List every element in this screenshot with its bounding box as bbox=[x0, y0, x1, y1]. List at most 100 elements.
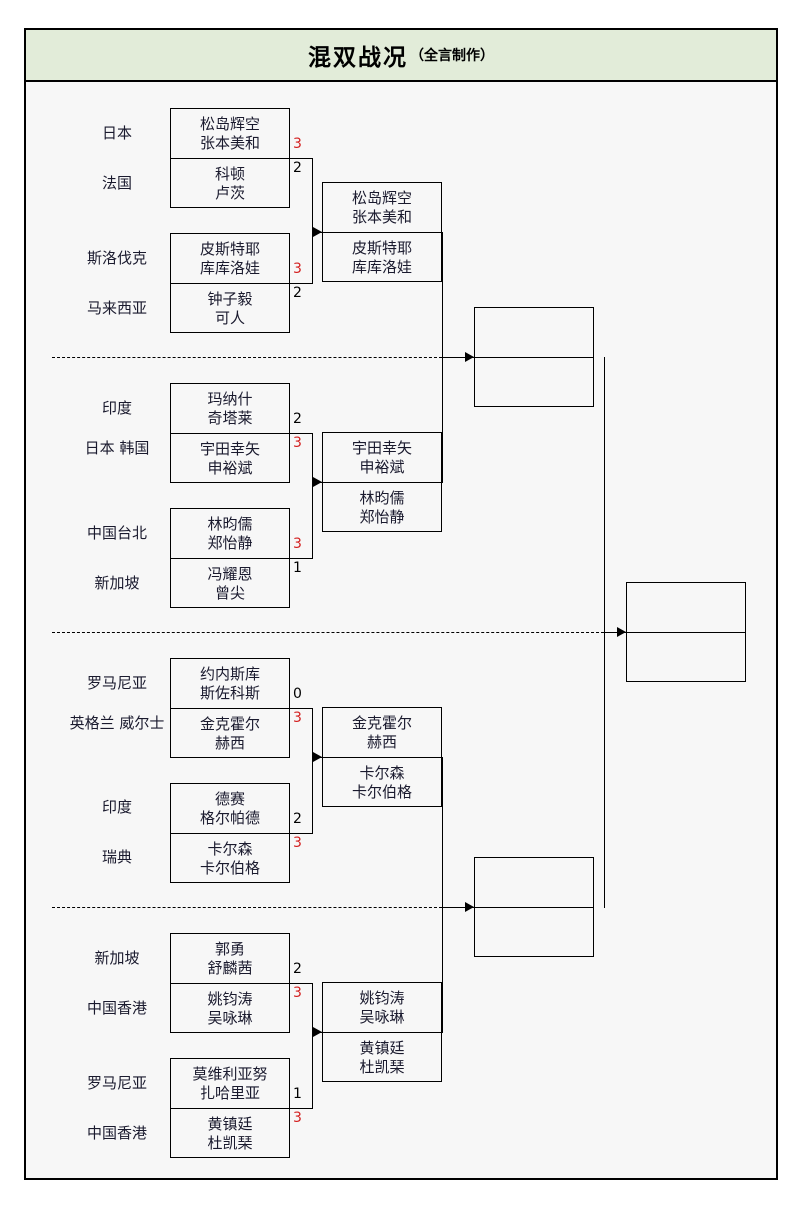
player-name-2: 赫西 bbox=[366, 732, 397, 751]
player-name-1: 卡尔森 bbox=[207, 840, 253, 858]
match-slot-top[interactable]: 松岛辉空 张本美和 bbox=[171, 109, 289, 159]
match-box-r2m1[interactable]: 松岛辉空 张本美和 皮斯特耶 库库洛娃 bbox=[322, 182, 442, 282]
player-name-2: 卡尔伯格 bbox=[351, 783, 412, 801]
match-box-r1m3[interactable]: 玛纳什 奇塔莱 宇田幸矢 申裕斌 bbox=[170, 383, 290, 483]
match-box-r1m7[interactable]: 郭勇 舒麟茜 姚钧涛 吴咏琳 bbox=[170, 933, 290, 1033]
match-box-r1m5[interactable]: 约内斯库 斯佐科斯 金克霍尔 赫西 bbox=[170, 658, 290, 758]
match-box-r2m4[interactable]: 姚钧涛 吴咏琳 黄镇廷 杜凯琹 bbox=[322, 982, 442, 1082]
connector-h bbox=[290, 833, 312, 834]
player-name-1: 卡尔森 bbox=[359, 764, 405, 782]
match-slot-top[interactable]: 松岛辉空 张本美和 bbox=[323, 183, 441, 233]
match-slot-bottom[interactable]: 冯耀恩 曾尖 bbox=[171, 559, 289, 609]
page-title-credit: （全言制作） bbox=[410, 48, 494, 64]
match-box-r2m3[interactable]: 金克霍尔 赫西 卡尔森 卡尔伯格 bbox=[322, 707, 442, 807]
match-slot-top[interactable]: 姚钧涛 吴咏琳 bbox=[323, 983, 441, 1033]
match-slot-bottom[interactable]: 姚钧涛 吴咏琳 bbox=[171, 984, 289, 1034]
player-name-1: 林昀儒 bbox=[207, 514, 253, 533]
player-name-2: 郑怡静 bbox=[207, 533, 253, 552]
match-slot-top[interactable]: 莫维利亚努 扎哈里亚 bbox=[171, 1059, 289, 1109]
player-name-1: 姚钧涛 bbox=[207, 990, 253, 1008]
match-slot-bottom[interactable]: 黄镇廷 杜凯琹 bbox=[171, 1109, 289, 1159]
player-name-1: 姚钧涛 bbox=[359, 988, 405, 1007]
connector-h bbox=[290, 558, 312, 559]
country-label-r1m7-top: 新加坡 bbox=[62, 948, 172, 968]
match-slot-bottom[interactable]: 皮斯特耶 库库洛娃 bbox=[323, 233, 441, 283]
player-name-1: 黄镇廷 bbox=[207, 1115, 253, 1133]
match-slot-top[interactable]: 金克霍尔 赫西 bbox=[323, 708, 441, 758]
match-box-r2m2[interactable]: 宇田幸矢 申裕斌 林昀儒 郑怡静 bbox=[322, 432, 442, 532]
country-text: 新加坡 bbox=[94, 949, 140, 967]
country-text: 中国香港 bbox=[86, 1124, 147, 1142]
match-slot-bottom[interactable]: 卡尔森 卡尔伯格 bbox=[171, 834, 289, 884]
match-slot-top[interactable]: 玛纳什 奇塔莱 bbox=[171, 384, 289, 434]
country-text: 瑞典 bbox=[101, 848, 132, 866]
match-box-final[interactable] bbox=[626, 582, 746, 682]
match-box-semifinal-1[interactable] bbox=[474, 307, 594, 407]
match-slot-bottom[interactable]: 卡尔森 卡尔伯格 bbox=[323, 758, 441, 808]
country-label-r1m2-top: 斯洛伐克 bbox=[62, 248, 172, 268]
match-slot-bottom[interactable] bbox=[475, 358, 593, 408]
country-label-r1m8-top: 罗马尼亚 bbox=[62, 1073, 172, 1093]
match-slot-top[interactable]: 郭勇 舒麟茜 bbox=[171, 934, 289, 984]
score-r1m8-top: 1 bbox=[293, 1086, 302, 1102]
match-box-r1m1[interactable]: 松岛辉空 张本美和 科顿 卢茨 bbox=[170, 108, 290, 208]
match-slot-top[interactable] bbox=[475, 858, 593, 908]
match-slot-top[interactable] bbox=[627, 583, 745, 633]
country-text: 印度 bbox=[101, 798, 132, 816]
player-name-1: 莫维利亚努 bbox=[192, 1064, 268, 1083]
match-slot-bottom[interactable]: 科顿 卢茨 bbox=[171, 159, 289, 209]
match-slot-top[interactable]: 皮斯特耶 库库洛娃 bbox=[171, 234, 289, 284]
player-name-1: 金克霍尔 bbox=[199, 715, 260, 733]
connector-h bbox=[290, 283, 312, 284]
country-label-r1m3-top: 印度 bbox=[62, 398, 172, 418]
player-name-2: 申裕斌 bbox=[359, 457, 405, 476]
country-label-r1m4-bottom: 新加坡 bbox=[62, 573, 172, 593]
connector-v bbox=[312, 983, 313, 1109]
player-name-1: 皮斯特耶 bbox=[199, 239, 260, 258]
match-slot-bottom[interactable]: 金克霍尔 赫西 bbox=[171, 709, 289, 759]
page-title: 混双战况 bbox=[308, 45, 408, 71]
match-slot-top[interactable] bbox=[475, 308, 593, 358]
match-slot-bottom[interactable]: 宇田幸矢 申裕斌 bbox=[171, 434, 289, 484]
match-slot-bottom[interactable]: 钟子毅 可人 bbox=[171, 284, 289, 334]
match-box-r1m6[interactable]: 德赛 格尔帕德 卡尔森 卡尔伯格 bbox=[170, 783, 290, 883]
player-name-1: 钟子毅 bbox=[207, 290, 253, 308]
player-name-2: 扎哈里亚 bbox=[199, 1083, 260, 1102]
match-slot-top[interactable]: 德赛 格尔帕德 bbox=[171, 784, 289, 834]
player-name-2: 吴咏琳 bbox=[207, 1009, 253, 1027]
match-slot-bottom[interactable] bbox=[475, 908, 593, 958]
match-box-r1m8[interactable]: 莫维利亚努 扎哈里亚 黄镇廷 杜凯琹 bbox=[170, 1058, 290, 1158]
score-r1m8-bottom: 3 bbox=[293, 1110, 302, 1126]
match-box-r1m4[interactable]: 林昀儒 郑怡静 冯耀恩 曾尖 bbox=[170, 508, 290, 608]
connector-h bbox=[290, 708, 312, 709]
player-name-2: 曾尖 bbox=[214, 584, 245, 602]
player-name-1: 科顿 bbox=[214, 165, 245, 183]
country-text: 新加坡 bbox=[94, 574, 140, 592]
player-name-1: 林昀儒 bbox=[359, 489, 405, 507]
country-label-r1m7-bottom: 中国香港 bbox=[62, 998, 172, 1018]
match-slot-bottom[interactable]: 黄镇廷 杜凯琹 bbox=[323, 1033, 441, 1083]
player-name-2: 可人 bbox=[214, 309, 245, 327]
player-name-1: 约内斯库 bbox=[199, 664, 260, 683]
player-name-1: 宇田幸矢 bbox=[351, 438, 412, 457]
player-name-1: 郭勇 bbox=[214, 939, 245, 958]
player-name-1: 黄镇廷 bbox=[359, 1039, 405, 1057]
country-text-line1: 日本 bbox=[84, 439, 115, 457]
match-slot-top[interactable]: 约内斯库 斯佐科斯 bbox=[171, 659, 289, 709]
player-name-2: 张本美和 bbox=[199, 133, 260, 152]
connector-v bbox=[312, 433, 313, 559]
match-slot-top[interactable]: 林昀儒 郑怡静 bbox=[171, 509, 289, 559]
match-slot-bottom[interactable] bbox=[627, 633, 745, 683]
country-label-r1m1-bottom: 法国 bbox=[62, 173, 172, 193]
player-name-2: 格尔帕德 bbox=[199, 808, 260, 827]
connector-arrow bbox=[313, 477, 322, 487]
country-text: 中国香港 bbox=[86, 999, 147, 1017]
connector-v bbox=[312, 158, 313, 284]
player-name-2: 舒麟茜 bbox=[207, 958, 253, 977]
score-r1m7-top: 2 bbox=[293, 961, 302, 977]
country-text: 法国 bbox=[101, 174, 132, 192]
match-box-r1m2[interactable]: 皮斯特耶 库库洛娃 钟子毅 可人 bbox=[170, 233, 290, 333]
match-slot-bottom[interactable]: 林昀儒 郑怡静 bbox=[323, 483, 441, 533]
match-box-semifinal-2[interactable] bbox=[474, 857, 594, 957]
match-slot-top[interactable]: 宇田幸矢 申裕斌 bbox=[323, 433, 441, 483]
